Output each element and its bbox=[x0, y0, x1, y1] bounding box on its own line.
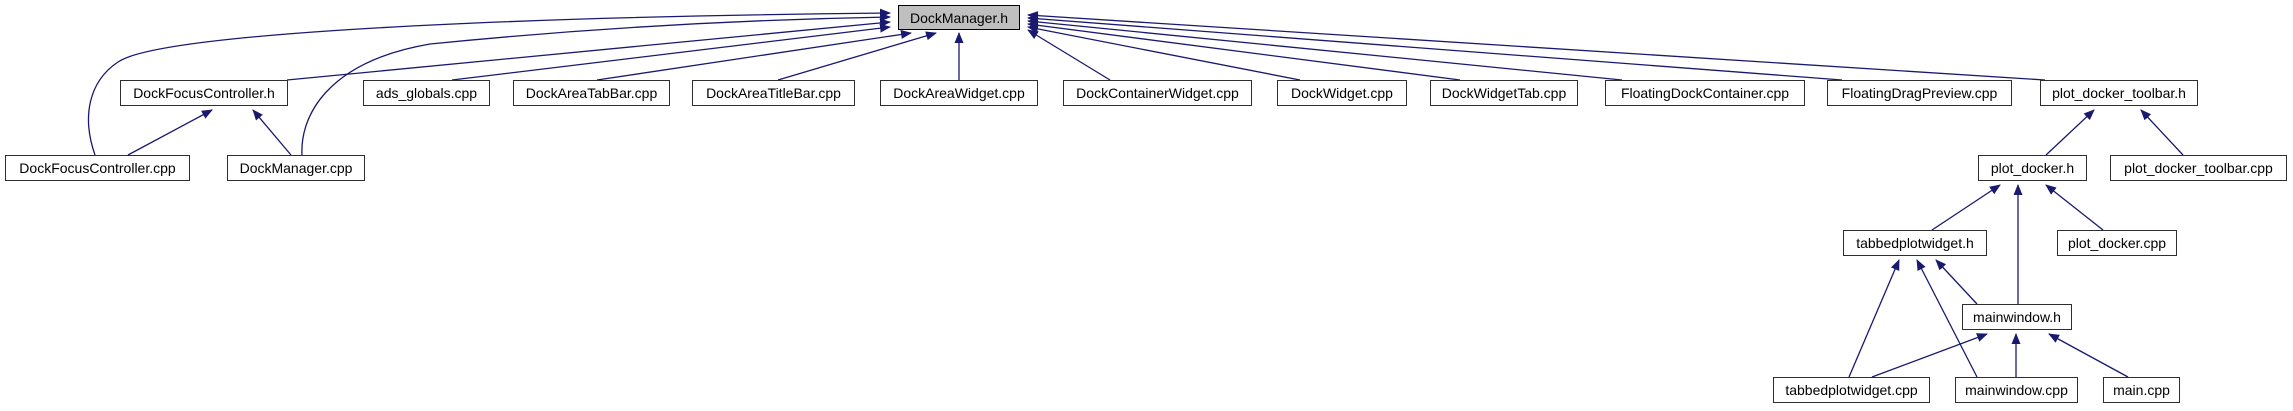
edge-mainwindow_cpp-to-tabbedplotwidget_h bbox=[1916, 259, 1978, 378]
graph-node-tabbedplotwidget_h[interactable]: tabbedplotwidget.h bbox=[1843, 230, 1987, 256]
edge-dockwidget_cpp-to-dockmanager_h bbox=[1027, 24, 1301, 81]
graph-node-floatingdragpreview_cpp[interactable]: FloatingDragPreview.cpp bbox=[1827, 80, 2012, 106]
graph-node-dockfocuscontroller_cpp[interactable]: DockFocusController.cpp bbox=[5, 155, 190, 181]
edge-dockwidgettab_cpp-to-dockmanager_h bbox=[1027, 20, 1461, 81]
graph-node-dockwidget_cpp[interactable]: DockWidget.cpp bbox=[1277, 80, 1407, 106]
graph-node-dockwidgettab_cpp[interactable]: DockWidgetTab.cpp bbox=[1430, 80, 1578, 106]
edge-floatingdockcontainer_cpp-to-dockmanager_h bbox=[1027, 17, 1623, 81]
graph-node-dockareatitlebar_cpp[interactable]: DockAreaTitleBar.cpp bbox=[692, 80, 855, 106]
graph-node-mainwindow_cpp[interactable]: mainwindow.cpp bbox=[1955, 377, 2078, 403]
edge-dockfocuscontroller_cpp-to-dockmanager_h bbox=[87, 8, 891, 156]
graph-node-floatingdockcontainer_cpp[interactable]: FloatingDockContainer.cpp bbox=[1605, 80, 1805, 106]
edge-main_cpp-to-mainwindow_h bbox=[2048, 333, 2129, 378]
graph-node-main_cpp[interactable]: main.cpp bbox=[2103, 377, 2180, 403]
edge-plot_docker_toolbar_h-to-dockmanager_h bbox=[1027, 11, 2046, 81]
edge-plot_docker_toolbar_cpp-to-plot_docker_toolbar_h bbox=[2140, 109, 2184, 156]
edge-tabbedplotwidget_cpp-to-tabbedplotwidget_h bbox=[1848, 259, 1900, 378]
edge-plot_docker_h-to-plot_docker_toolbar_h bbox=[2045, 109, 2095, 156]
graph-node-tabbedplotwidget_cpp[interactable]: tabbedplotwidget.cpp bbox=[1773, 377, 1930, 403]
graph-node-dockfocuscontroller_h[interactable]: DockFocusController.h bbox=[120, 80, 288, 106]
graph-node-plot_docker_h[interactable]: plot_docker.h bbox=[1978, 155, 2087, 181]
graph-node-dockareatabbar_cpp[interactable]: DockAreaTabBar.cpp bbox=[513, 80, 670, 106]
edge-dockareatabbar_cpp-to-dockmanager_h bbox=[596, 30, 912, 81]
edge-dockfocuscontroller_h-to-dockmanager_h bbox=[286, 18, 891, 81]
graph-node-plot_docker_toolbar_cpp[interactable]: plot_docker_toolbar.cpp bbox=[2110, 155, 2287, 181]
edge-dockmanager_cpp-to-dockmanager_h bbox=[301, 12, 891, 156]
graph-node-dockareawidget_cpp[interactable]: DockAreaWidget.cpp bbox=[880, 80, 1038, 106]
edge-dockcontainerwidget_cpp-to-dockmanager_h bbox=[1027, 29, 1111, 81]
graph-node-plot_docker_cpp[interactable]: plot_docker.cpp bbox=[2057, 230, 2177, 256]
graph-node-dockmanager_h[interactable]: DockManager.h bbox=[898, 5, 1020, 30]
graph-node-mainwindow_h[interactable]: mainwindow.h bbox=[1962, 304, 2072, 330]
edge-tabbedplotwidget_h-to-plot_docker_h bbox=[1931, 184, 2001, 231]
graph-node-ads_globals_cpp[interactable]: ads_globals.cpp bbox=[363, 80, 490, 106]
edge-dockmanager_cpp-to-dockfocuscontroller_h bbox=[252, 109, 292, 156]
edge-mainwindow_h-to-tabbedplotwidget_h bbox=[1935, 259, 1978, 305]
edge-dockfocuscontroller_cpp-to-dockfocuscontroller_h bbox=[127, 109, 213, 156]
graph-node-plot_docker_toolbar_h[interactable]: plot_docker_toolbar.h bbox=[2040, 80, 2198, 106]
edge-ads_globals_cpp-to-dockmanager_h bbox=[451, 23, 891, 81]
graph-node-dockcontainerwidget_cpp[interactable]: DockContainerWidget.cpp bbox=[1063, 80, 1252, 106]
edge-dockareatitlebar_cpp-to-dockmanager_h bbox=[777, 31, 937, 81]
edge-tabbedplotwidget_cpp-to-mainwindow_h bbox=[1871, 333, 1988, 378]
edge-floatingdragpreview_cpp-to-dockmanager_h bbox=[1027, 14, 1843, 81]
edge-plot_docker_cpp-to-plot_docker_h bbox=[2045, 184, 2104, 231]
graph-node-dockmanager_cpp[interactable]: DockManager.cpp bbox=[227, 155, 365, 181]
